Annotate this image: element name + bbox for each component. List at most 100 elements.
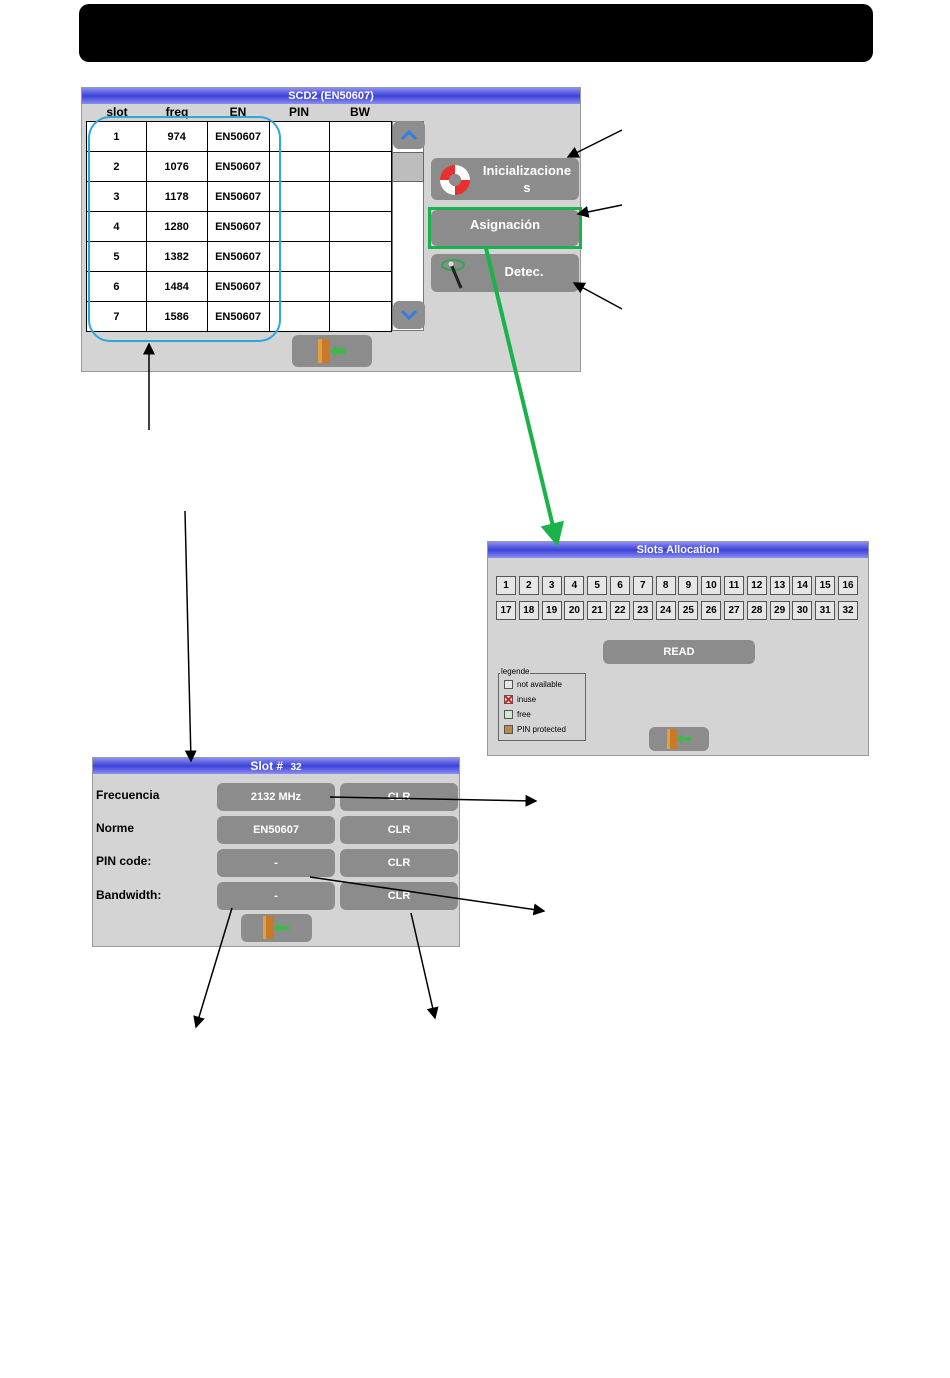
bw-cell bbox=[329, 211, 392, 242]
exit-button[interactable] bbox=[241, 914, 312, 942]
slot-cell: 6 bbox=[86, 271, 147, 302]
bw-cell bbox=[329, 241, 392, 272]
freq-cell: 1484 bbox=[145, 271, 208, 302]
column-header-bw: BW bbox=[350, 105, 370, 119]
legend-swatch-inuse bbox=[504, 695, 513, 704]
slot-cell[interactable]: 3 bbox=[541, 576, 562, 595]
slot-cell[interactable]: 32 bbox=[838, 601, 858, 620]
bw-cell bbox=[329, 181, 392, 212]
legend-swatch-pin-protected bbox=[504, 725, 513, 734]
slot-cell[interactable]: 28 bbox=[746, 601, 767, 620]
slot-cell[interactable]: 10 bbox=[701, 576, 722, 595]
slot-cell[interactable]: 29 bbox=[769, 601, 790, 620]
slot-cell[interactable]: 6 bbox=[610, 576, 630, 595]
slot-cell[interactable]: 31 bbox=[815, 601, 836, 620]
clear-frequency-button[interactable]: CLR bbox=[340, 783, 458, 811]
legend-swatch-not-available bbox=[504, 680, 513, 689]
bandwidth-field[interactable]: - bbox=[217, 882, 335, 910]
slot-cell[interactable]: 27 bbox=[724, 601, 744, 620]
antenna-icon bbox=[441, 259, 465, 289]
screen-title: Slot # 32 bbox=[93, 758, 459, 774]
slot-cell[interactable]: 11 bbox=[724, 576, 744, 595]
slot-cell[interactable]: 2 bbox=[518, 576, 539, 595]
clear-bandwidth-button[interactable]: CLR bbox=[340, 882, 458, 910]
assign-button[interactable]: Asignación bbox=[431, 210, 579, 246]
slot-cell[interactable]: 19 bbox=[541, 601, 562, 620]
read-button[interactable]: READ bbox=[603, 640, 755, 664]
slot-cell[interactable]: 8 bbox=[655, 576, 676, 595]
norm-label: Norme bbox=[96, 821, 135, 835]
initializations-button[interactable]: Inicializacione s bbox=[431, 158, 579, 200]
slot-cell[interactable]: 7 bbox=[632, 576, 653, 595]
scroll-up-icon bbox=[400, 129, 418, 141]
slot-title-prefix: Slot # bbox=[250, 759, 284, 773]
slot-cell[interactable]: 30 bbox=[792, 601, 813, 620]
pin-code-field[interactable]: - bbox=[217, 849, 335, 877]
clear-norm-button[interactable]: CLR bbox=[340, 816, 458, 844]
slot-edit-screen: Slot # 32 Frecuencia Norme PIN code: Ban… bbox=[92, 757, 460, 947]
exit-button[interactable] bbox=[649, 727, 709, 751]
slot-cell[interactable]: 21 bbox=[587, 601, 608, 620]
screen-title: Slots Allocation bbox=[488, 542, 868, 558]
slot-cell[interactable]: 12 bbox=[746, 576, 767, 595]
column-header-slot: slot bbox=[106, 105, 128, 119]
scroll-down-icon bbox=[400, 309, 418, 321]
freq-cell: 1586 bbox=[145, 301, 208, 332]
legend-label: inuse bbox=[517, 695, 537, 704]
scroll-down-button[interactable] bbox=[393, 301, 425, 329]
slot-cell[interactable]: 4 bbox=[564, 576, 585, 595]
initializations-label-line1: Inicializacione bbox=[482, 163, 572, 178]
arrow-to-slot-edit bbox=[184, 510, 197, 763]
bandwidth-label: Bandwidth: bbox=[96, 888, 162, 902]
slot-cell[interactable]: 24 bbox=[655, 601, 676, 620]
column-header-pin: PIN bbox=[288, 105, 309, 119]
slot-cell[interactable]: 15 bbox=[815, 576, 836, 595]
pin-cell bbox=[268, 181, 331, 212]
freq-cell: 1178 bbox=[145, 181, 208, 212]
initializations-label-line2: s bbox=[523, 180, 531, 195]
bw-cell bbox=[329, 151, 392, 182]
slot-cell[interactable]: 20 bbox=[564, 601, 585, 620]
freq-cell: 1382 bbox=[145, 241, 208, 272]
scroll-thumb[interactable] bbox=[392, 152, 424, 182]
en-cell: EN50607 bbox=[206, 181, 270, 212]
slot-cell[interactable]: 22 bbox=[610, 601, 630, 620]
en-cell: EN50607 bbox=[206, 151, 270, 182]
slot-cell[interactable]: 17 bbox=[496, 601, 516, 620]
slot-cell[interactable]: 9 bbox=[678, 576, 699, 595]
bw-cell bbox=[329, 301, 392, 332]
norm-field[interactable]: EN50607 bbox=[217, 816, 335, 844]
exit-door-icon bbox=[667, 729, 691, 749]
slot-cell[interactable]: 18 bbox=[518, 601, 539, 620]
clear-pin-button[interactable]: CLR bbox=[340, 849, 458, 877]
slot-cell[interactable]: 14 bbox=[792, 576, 813, 595]
lifebuoy-icon bbox=[440, 165, 470, 195]
slot-cell[interactable]: 23 bbox=[632, 601, 653, 620]
slot-cell[interactable]: 26 bbox=[701, 601, 722, 620]
pin-code-label: PIN code: bbox=[96, 854, 152, 868]
column-header-freq: freq bbox=[165, 105, 189, 119]
detect-button[interactable]: Detec. bbox=[431, 254, 579, 292]
bw-cell bbox=[329, 121, 392, 152]
header-bar bbox=[79, 4, 873, 62]
slot-cell[interactable]: 13 bbox=[769, 576, 790, 595]
exit-button[interactable] bbox=[292, 335, 372, 367]
column-header-en: EN bbox=[229, 105, 247, 119]
slot-cell[interactable]: 1 bbox=[496, 576, 516, 595]
frequency-label: Frecuencia bbox=[96, 788, 160, 802]
slot-cell[interactable]: 5 bbox=[587, 576, 608, 595]
slot-cell[interactable]: 16 bbox=[838, 576, 858, 595]
exit-door-icon bbox=[318, 339, 346, 363]
legend-swatch-free bbox=[504, 710, 513, 719]
frequency-field[interactable]: 2132 MHz bbox=[217, 783, 335, 811]
slot-cell[interactable]: 25 bbox=[678, 601, 699, 620]
screen-title: SCD2 (EN50607) bbox=[82, 88, 580, 104]
scroll-up-button[interactable] bbox=[393, 121, 425, 149]
